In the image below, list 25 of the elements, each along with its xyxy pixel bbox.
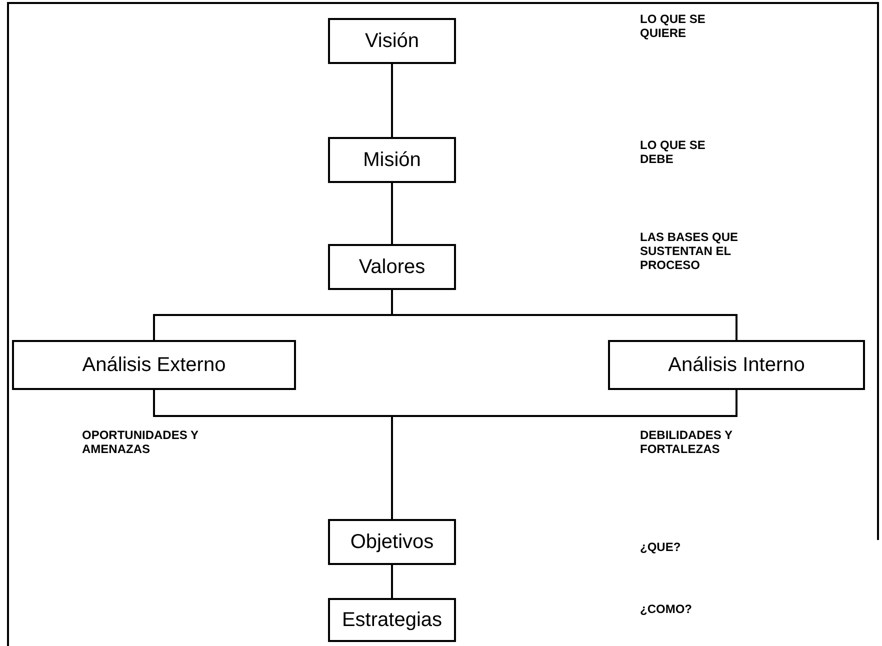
process-box (608, 340, 865, 390)
box-label: Estrategias (342, 608, 442, 632)
process-box (328, 598, 456, 642)
annotation-text: LO QUE SE DEBE (640, 138, 706, 166)
connector-line (391, 183, 393, 244)
box-label: Análisis Interno (668, 354, 805, 376)
connector-line (391, 290, 738, 340)
box-label: Objetivos (350, 530, 434, 554)
process-box (328, 137, 456, 183)
annotation-text: LAS BASES QUE SUSTENTAN EL PROCESO (640, 230, 740, 272)
box-label: Valores (358, 256, 426, 278)
connector-line (391, 565, 393, 598)
box-label: Análisis Externo (82, 354, 226, 376)
process-box (328, 244, 456, 290)
process-box (328, 18, 456, 64)
annotation-text: OPORTUNIDADES Y AMENAZAS (82, 428, 200, 456)
annotation-text: LO QUE SE QUIERE (640, 12, 706, 40)
annotation-text: DEBILIDADES Y FORTALEZAS (640, 428, 734, 456)
box-label: Visión (364, 30, 420, 52)
annotation-text: ¿COMO? (640, 602, 693, 616)
annotation-text: ¿QUE? (640, 540, 682, 554)
process-box (12, 340, 296, 390)
box-label: Misión (363, 148, 421, 172)
process-box (328, 519, 456, 565)
connector-line (391, 64, 393, 137)
